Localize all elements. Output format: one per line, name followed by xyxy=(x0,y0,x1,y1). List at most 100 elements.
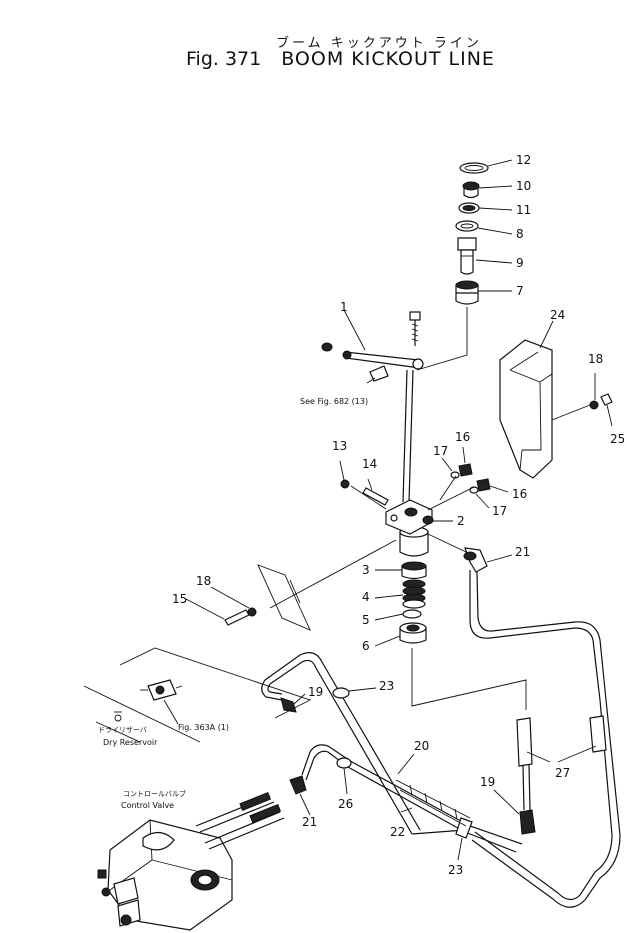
part-lever-1 xyxy=(321,311,424,384)
part-bolt-25 xyxy=(600,393,613,427)
callout-14: 14 xyxy=(362,457,377,471)
callout-5: 5 xyxy=(362,613,370,627)
leader-lines-spool xyxy=(374,569,404,647)
centerline-13 xyxy=(350,485,387,510)
reservoir-plane xyxy=(83,647,312,743)
callout-10: 10 xyxy=(516,179,531,193)
tube-hose-upper xyxy=(261,679,283,701)
part-fitting-19b xyxy=(493,789,536,835)
callout-27: 27 xyxy=(555,766,570,780)
callout-2: 2 xyxy=(457,514,465,528)
plate xyxy=(257,564,311,631)
tube-22 xyxy=(301,744,523,853)
hose-right xyxy=(469,570,621,908)
hose-left-section-b xyxy=(528,764,531,811)
centerline-16a xyxy=(439,475,457,501)
part-nut-10 xyxy=(462,181,480,199)
bracket xyxy=(395,779,471,827)
part-cap-3 xyxy=(401,561,427,580)
callout-9: 9 xyxy=(516,256,524,270)
part-valve-body-2 xyxy=(385,499,434,557)
part-fitting-19a xyxy=(280,693,306,713)
centerline-7 xyxy=(416,307,468,371)
leader-20 xyxy=(397,753,415,775)
part-ring-11 xyxy=(458,202,480,214)
part-nut-7 xyxy=(455,280,479,305)
title-japanese: ブーム キックアウト ライン xyxy=(276,36,482,51)
part-washer-18 xyxy=(210,586,257,617)
part-oring-5 xyxy=(402,609,422,619)
callout-17-right: 17 xyxy=(492,504,507,518)
part-cover-24 xyxy=(499,339,553,479)
callout-22: 22 xyxy=(390,825,405,839)
callout-6: 6 xyxy=(362,639,370,653)
part-snap-ring-12 xyxy=(459,162,489,174)
part-plug-6 xyxy=(399,622,427,644)
leader-22 xyxy=(400,807,413,813)
note-control-valve: Control Valve xyxy=(121,801,174,810)
callout-15: 15 xyxy=(172,592,187,606)
part-washer-8 xyxy=(455,220,479,232)
callout-16-right: 16 xyxy=(512,487,527,501)
centerline-16 xyxy=(427,486,475,511)
callout-21-right: 21 xyxy=(515,545,530,559)
part-bolt-13 xyxy=(339,460,350,489)
callout-24: 24 xyxy=(550,308,565,322)
centerline-spool xyxy=(411,648,527,710)
callout-23-top: 23 xyxy=(379,679,394,693)
callout-20: 20 xyxy=(414,739,429,753)
part-clamp-23a xyxy=(332,687,377,699)
figure-title: Fig. 371 BOOM KICKOUT LINE xyxy=(186,48,495,70)
callout-3: 3 xyxy=(362,563,370,577)
centerline-plate xyxy=(269,539,397,609)
callout-25: 25 xyxy=(610,432,625,446)
part-sleeve-27 xyxy=(516,715,607,767)
callout-16-top: 16 xyxy=(455,430,470,444)
callout-17-top: 17 xyxy=(433,444,448,458)
callout-18-left: 18 xyxy=(196,574,211,588)
note-see-fig-682: See Fig. 682 (13) xyxy=(300,397,368,406)
leader-1 xyxy=(343,309,366,351)
centerline-cover xyxy=(551,404,591,421)
part-bolt-9 xyxy=(457,237,477,275)
callout-26: 26 xyxy=(338,797,353,811)
callout-1: 1 xyxy=(340,300,348,314)
callout-4: 4 xyxy=(362,590,370,604)
callout-18-right: 18 xyxy=(588,352,603,366)
note-fig-363a: Fig. 363A (1) xyxy=(178,723,229,732)
reservoir-mark xyxy=(114,711,122,722)
callout-7: 7 xyxy=(516,284,524,298)
callout-13: 13 xyxy=(332,439,347,453)
part-clamp-26 xyxy=(336,757,352,795)
leader-lines-top xyxy=(475,159,513,292)
callout-19-top: 19 xyxy=(308,685,323,699)
callout-21-bottom: 21 xyxy=(302,815,317,829)
note-control-valve-jp: コントロールバルブ xyxy=(123,789,186,798)
note-dry-reservoir: Dry Reservoir xyxy=(103,738,158,747)
part-elbow-21b xyxy=(289,775,311,816)
rod xyxy=(402,369,414,503)
callout-8: 8 xyxy=(516,227,524,241)
figure-number: Fig. 371 xyxy=(186,48,262,70)
part-spring-4 xyxy=(402,579,426,609)
part-nut-16b xyxy=(476,478,509,493)
part-washer-18b xyxy=(589,373,599,410)
figure-name: BOOM KICKOUT LINE xyxy=(281,48,495,70)
callout-19-bottom: 19 xyxy=(480,775,495,789)
note-dry-reservoir-jp: ドライリザーバ xyxy=(98,726,147,734)
leader-24 xyxy=(539,320,554,349)
part-pin-14 xyxy=(362,478,389,506)
part-nut-16a xyxy=(458,446,473,477)
part-washer-17a xyxy=(441,457,460,479)
callout-numbers: 12 10 11 8 9 7 1 24 18 25 13 14 16 17 16… xyxy=(172,153,625,877)
tube-20 xyxy=(264,652,466,835)
control-valve xyxy=(97,791,285,931)
part-tee-fitting xyxy=(140,679,183,725)
part-clamp-23b xyxy=(455,817,473,861)
part-elbow-21 xyxy=(427,533,513,573)
callout-12: 12 xyxy=(516,153,531,167)
callout-11: 11 xyxy=(516,203,531,217)
notes: See Fig. 682 (13) Fig. 363A (1) ドライリザーバ … xyxy=(98,397,368,810)
